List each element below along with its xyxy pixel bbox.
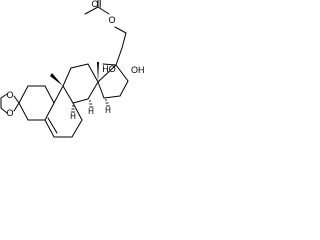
acetyl-ester-oxygen: O [108,15,115,25]
c14-hydrogen-label: H [105,106,111,115]
dioxolane-ring [0,93,20,114]
hash-c14 [105,99,110,107]
ring-b [44,85,83,138]
dioxolane-upper-oxygen: O [6,90,13,100]
c8-hydrogen-label: H [88,107,94,116]
c17-hydroxyl-label: HO [102,64,116,74]
acetyl-carbonyl-oxygen: O [91,0,98,9]
ring-a [18,85,55,121]
methyl-c10 [50,73,63,86]
ring-c [62,63,99,104]
structure-diagram: O O HO OH O O H H H [0,0,145,138]
side-chain [102,32,127,66]
ring-d [97,64,129,99]
dioxolane-lower-oxygen: O [6,108,13,118]
c20-hydroxyl-label: OH [131,65,145,75]
hash-c9 [71,105,75,113]
hash-c8 [89,100,94,108]
c9-hydrogen-label: H [70,112,76,121]
acetyl-group [84,0,127,34]
methyl-c13 [97,62,99,82]
